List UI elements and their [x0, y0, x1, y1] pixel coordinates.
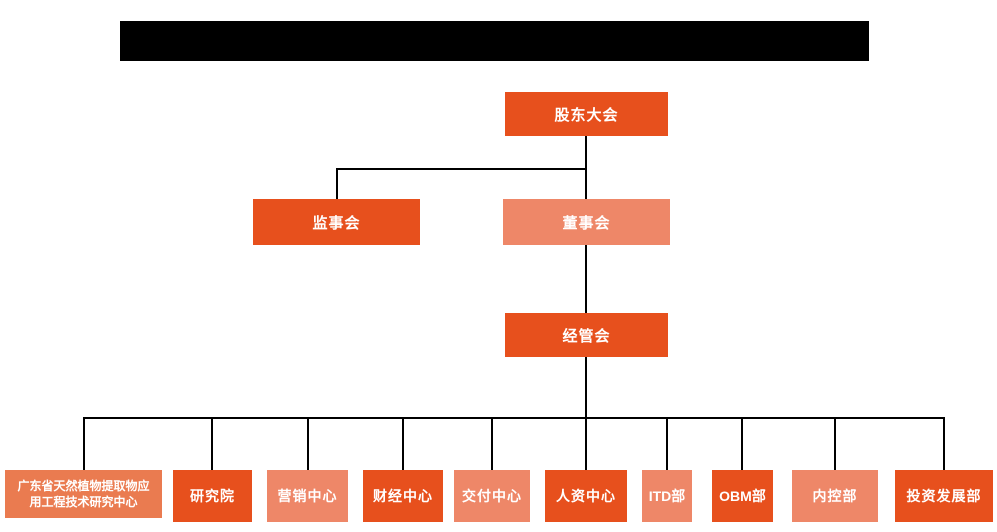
connector-supervisory-drop — [336, 168, 338, 200]
connector-department-bus — [83, 417, 944, 419]
connector-board-to-management — [585, 245, 587, 313]
connector-drop-hr-center — [585, 417, 587, 470]
connector-drop-research-institute — [211, 417, 213, 470]
connector-drop-investment-dept — [943, 417, 945, 470]
org-node-itd-department: ITD部 — [642, 470, 692, 522]
org-node-finance-center: 财经中心 — [363, 470, 443, 522]
org-node-hr-center: 人资中心 — [545, 470, 627, 522]
connector-drop-internal-control-dept — [834, 417, 836, 470]
org-node-delivery-center: 交付中心 — [454, 470, 530, 522]
org-node-management-committee: 经管会 — [505, 313, 668, 357]
org-node-supervisory-board: 监事会 — [253, 199, 420, 245]
connector-drop-obm-dept — [741, 417, 743, 470]
connector-drop-marketing-center — [307, 417, 309, 470]
redacted-title-bar — [120, 21, 869, 61]
connector-management-to-bus — [585, 357, 587, 417]
org-node-marketing-center: 营销中心 — [267, 470, 348, 522]
connector-drop-research-center — [83, 417, 85, 470]
org-node-plant-extract-research-center: 广东省天然植物提取物应 用工程技术研究中心 — [5, 470, 162, 518]
dept-label-line1: 广东省天然植物提取物应 — [17, 478, 150, 493]
connector-drop-finance-center — [402, 417, 404, 470]
org-node-shareholders-meeting: 股东大会 — [505, 92, 668, 136]
connector-drop-delivery-center — [491, 417, 493, 470]
connector-drop-itd-dept — [666, 417, 668, 470]
org-node-internal-control-department: 内控部 — [792, 470, 878, 522]
org-node-investment-development-department: 投资发展部 — [895, 470, 993, 522]
org-node-research-institute: 研究院 — [173, 470, 252, 522]
dept-label-line2: 用工程技术研究中心 — [29, 495, 138, 509]
org-node-obm-department: OBM部 — [712, 470, 773, 522]
connector-branch-horizontal — [336, 168, 587, 170]
org-node-board-of-directors: 董事会 — [503, 199, 670, 245]
